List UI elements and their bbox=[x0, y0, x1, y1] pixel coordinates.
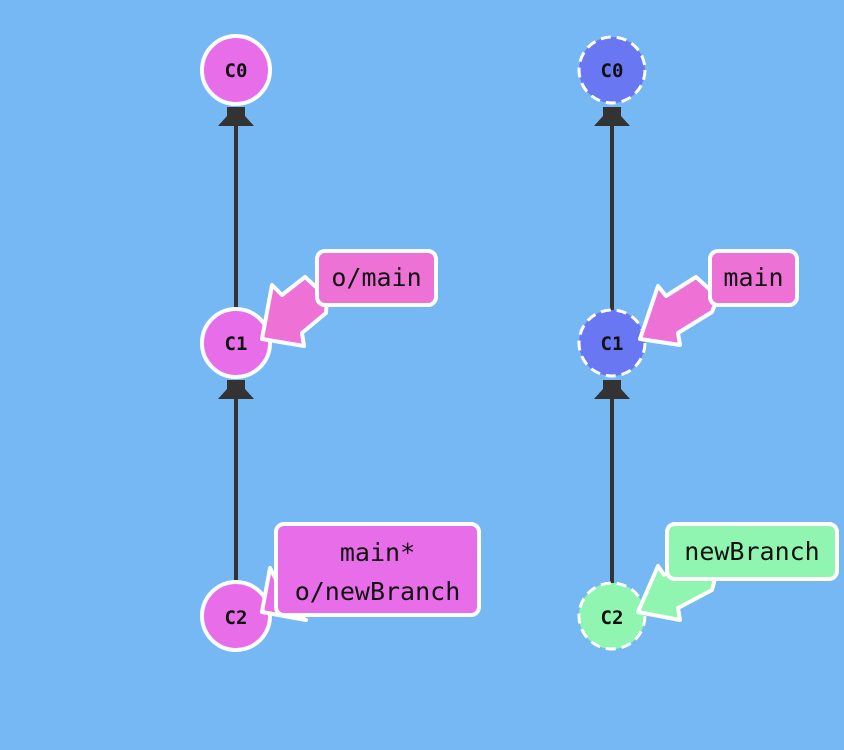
branch-name: newBranch bbox=[684, 537, 819, 566]
local-repo: C0 C1 C2 o/main main* o/newBranch bbox=[200, 34, 481, 652]
arrowhead-c0 bbox=[594, 107, 630, 126]
commit-label: C1 bbox=[225, 333, 248, 355]
branch-tag-main[interactable]: main bbox=[638, 249, 799, 347]
branch-box bbox=[274, 522, 481, 617]
commit-node[interactable]: C0 bbox=[200, 34, 272, 106]
branch-box bbox=[665, 522, 839, 581]
arrowhead-c1 bbox=[594, 380, 630, 399]
remote-repo: C0 C1 C2 main newBranch bbox=[577, 35, 839, 651]
commit-node[interactable]: C0 bbox=[577, 35, 647, 105]
branch-tag-main-o-newbranch[interactable]: main* o/newBranch bbox=[260, 522, 481, 622]
branch-name-line-1: main* bbox=[340, 538, 415, 567]
branch-name: o/main bbox=[331, 263, 421, 292]
branch-arrow bbox=[638, 275, 720, 347]
commit-label: C2 bbox=[225, 607, 248, 629]
commit-node[interactable]: C2 bbox=[200, 580, 272, 652]
commit-label: C0 bbox=[225, 60, 248, 82]
branch-name: main bbox=[723, 263, 783, 292]
arrowhead-c1 bbox=[218, 380, 254, 399]
branch-name-line-2: o/newBranch bbox=[295, 577, 461, 606]
commit-label: C0 bbox=[601, 60, 624, 82]
commit-label: C1 bbox=[601, 333, 624, 355]
branch-box bbox=[315, 249, 438, 307]
commit-label: C2 bbox=[601, 607, 624, 629]
commit-node[interactable]: C1 bbox=[200, 307, 272, 379]
branch-tag-o-main[interactable]: o/main bbox=[260, 249, 438, 348]
commit-node[interactable]: C2 bbox=[577, 581, 647, 651]
branch-tag-newbranch[interactable]: newBranch bbox=[636, 522, 839, 622]
arrowhead-c0 bbox=[218, 107, 254, 126]
branch-arrow bbox=[260, 275, 329, 348]
branch-box bbox=[708, 249, 799, 307]
commit-node[interactable]: C1 bbox=[577, 308, 647, 378]
